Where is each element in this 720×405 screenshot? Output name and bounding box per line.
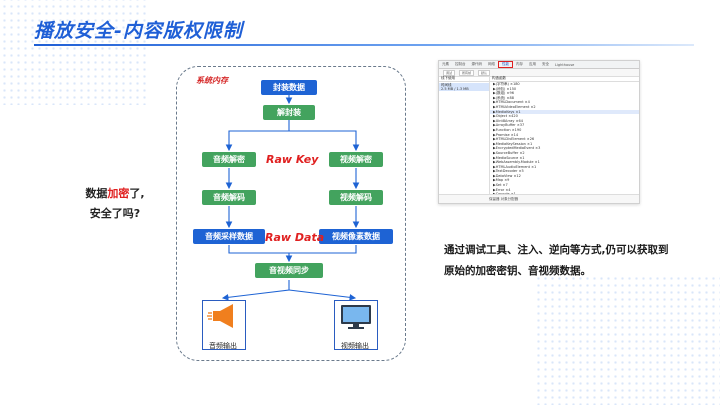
devtools-heap-row[interactable]: ▶MediaSource ×1 — [493, 155, 525, 160]
box-audio-decode: 音频解码 — [202, 190, 256, 205]
video-output-label: 视频输出 — [341, 342, 369, 350]
raw-key-label: Raw Key — [266, 153, 319, 166]
box-video-decode: 视频解码 — [329, 190, 383, 205]
arrow-pixel-sync — [289, 245, 357, 254]
devtools-heap-row[interactable]: ▶HTMLAudioElement ×1 — [493, 164, 537, 169]
devtools-tab[interactable]: Lighthouse — [555, 62, 575, 67]
monitor-icon — [341, 305, 371, 329]
devtools-heap-row[interactable]: ▶Uint8Array ×64 — [493, 118, 523, 123]
devtools-heap-row[interactable]: ▶MediaKeySession ×1 — [493, 141, 533, 146]
devtools-heap-row[interactable]: ▶Map ×9 — [493, 178, 510, 183]
question-part: 数据 — [85, 187, 108, 200]
devtools-heap-row[interactable]: ▶Object ×420 — [493, 114, 518, 119]
devtools-frame-select[interactable]: 所有帧 — [459, 69, 475, 76]
devtools-status-bar: 保留器 对象分配器 — [439, 194, 639, 203]
devtools-filter[interactable]: 调试 — [443, 69, 456, 76]
audio-output-label: 音频输出 — [209, 342, 237, 350]
arrow-decap-video-decrypt — [289, 130, 360, 152]
devtools-tab[interactable]: 安全 — [542, 62, 549, 66]
speaker-icon — [207, 304, 233, 328]
devtools-heap-header: 构造函数 — [490, 76, 639, 82]
devtools-heap-row[interactable]: ▶(系统) ×88 — [493, 95, 514, 100]
title-underline — [34, 44, 694, 46]
box-encapsulated-data: 封装数据 — [261, 80, 317, 95]
box-av-sync: 音视频同步 — [255, 263, 323, 278]
devtools-profiles-panel: 线下使用 时间线 2.5 MB / 1.3 MB — [439, 76, 490, 195]
devtools-heap-row[interactable]: ▶Function ×190 — [493, 127, 522, 132]
box-decapsulate: 解封装 — [263, 105, 315, 120]
devtools-tab[interactable]: 内存 — [516, 62, 523, 66]
devtools-heap-row[interactable]: ▶ArrayBuffer ×37 — [493, 123, 525, 128]
devtools-heap-row[interactable]: ▶WebAssembly.Module ×1 — [493, 160, 540, 165]
explanation-text: 通过调试工具、注入、逆向等方式,仍可以获取到原始的加密密钥、音视频数据。 — [444, 244, 669, 277]
devtools-tab[interactable]: 应用 — [529, 62, 536, 66]
devtools-heap-list: 构造函数 ▶(字符串) ×180▶(闭包) ×150▶(数组) ×96▶(系统)… — [490, 76, 639, 201]
page-title: 播放安全-内容版权限制 — [34, 20, 243, 42]
raw-data-label: Raw Data — [265, 231, 325, 244]
devtools-heap-row[interactable]: ▶EncryptedMediaEvent ×3 — [493, 146, 541, 151]
devtools-profiles-header: 线下使用 — [439, 76, 489, 82]
video-output-device — [334, 300, 378, 350]
devtools-heap-row[interactable]: ▶MediaKeys ×1 — [490, 109, 639, 115]
devtools-heap-row[interactable]: ▶HTMLDivElement ×26 — [493, 137, 535, 142]
devtools-tab[interactable]: 元素 — [442, 62, 449, 66]
question-text: 数据加密了, 安全了吗? — [60, 184, 170, 224]
question-part: 了, — [129, 187, 145, 200]
devtools-heap-row[interactable]: ▶Error ×4 — [493, 187, 511, 192]
devtools-heap-row[interactable]: ▶HTMLDocument ×4 — [493, 100, 530, 105]
devtools-screenshot: 元素 控制台 源代码 网络 性能 内存 应用 安全 Lighthouse 调试 … — [438, 60, 640, 204]
box-video-decrypt: 视频解密 — [329, 152, 383, 167]
devtools-heap-row[interactable]: ▶SourceBuffer ×2 — [493, 150, 525, 155]
audio-output-device — [202, 300, 246, 350]
box-video-pixel-data: 视频像素数据 — [319, 229, 393, 244]
arrow-sync-video-out — [288, 289, 357, 301]
system-memory-label: 系统内存 — [196, 76, 228, 85]
devtools-tab-active[interactable]: 性能 — [498, 61, 513, 68]
devtools-heap-rows: ▶(字符串) ×180▶(闭包) ×150▶(数组) ×96▶(系统) ×88▶… — [490, 82, 639, 201]
decor-dots-top-left — [0, 0, 150, 105]
arrow-decap-audio-decrypt — [225, 119, 290, 152]
devtools-toolbar: 调试 所有帧 默认 — [439, 69, 639, 77]
devtools-heap-row[interactable]: ▶HTMLVideoElement ×2 — [493, 104, 536, 109]
devtools-tab[interactable]: 网络 — [488, 62, 495, 66]
arrow-sync-audio-out — [221, 280, 290, 301]
devtools-heap-row[interactable]: ▶Promise ×14 — [493, 132, 519, 137]
question-highlight: 加密 — [107, 187, 130, 200]
devtools-heap-row[interactable]: ▶(数组) ×96 — [493, 91, 514, 96]
devtools-profile-name: 时间线 — [441, 83, 452, 87]
devtools-heap-row[interactable]: ▶DataView ×12 — [493, 173, 521, 178]
devtools-heap-row[interactable]: ▶(闭包) ×150 — [493, 86, 517, 91]
arrow-sample-sync — [228, 245, 293, 263]
devtools-heap-row[interactable]: ▶Set ×7 — [493, 183, 508, 188]
box-audio-decrypt: 音频解密 — [202, 152, 256, 167]
devtools-heap-row[interactable]: ▶TextDecoder ×5 — [493, 169, 524, 174]
devtools-tabbar: 元素 控制台 源代码 网络 性能 内存 应用 安全 Lighthouse — [439, 61, 639, 69]
devtools-tab[interactable]: 源代码 — [471, 62, 483, 66]
devtools-default-select[interactable]: 默认 — [478, 69, 491, 76]
decor-dots-bottom-right — [535, 275, 720, 405]
system-memory-boundary — [176, 66, 406, 361]
devtools-profile-selected[interactable]: 时间线 2.5 MB / 1.3 MB — [439, 83, 489, 91]
devtools-tab[interactable]: 控制台 — [455, 62, 466, 66]
devtools-heap-row[interactable]: ▶(字符串) ×180 — [493, 82, 520, 86]
devtools-profile-size: 2.5 MB / 1.3 MB — [441, 87, 469, 91]
question-line2: 安全了吗? — [89, 207, 141, 220]
box-audio-sample-data: 音频采样数据 — [193, 229, 265, 244]
